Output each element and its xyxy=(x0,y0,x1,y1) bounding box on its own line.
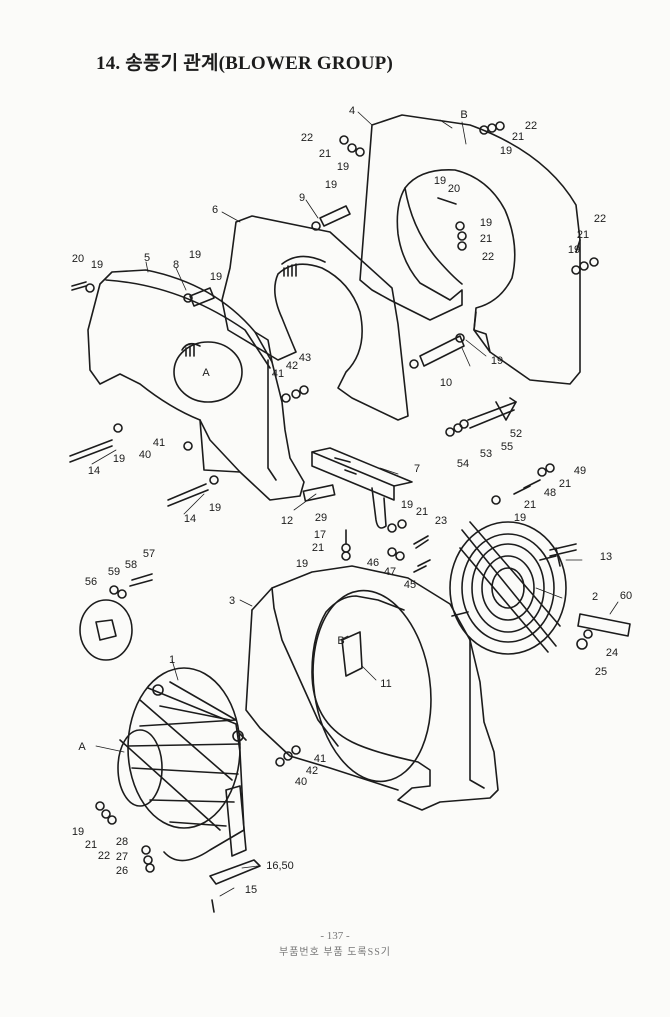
callout-19-p: 19 xyxy=(72,826,84,838)
callout-19-e: 19 xyxy=(480,217,492,229)
callout-15: 15 xyxy=(245,884,257,896)
callout-19-j: 19 xyxy=(491,355,503,367)
callout-53: 53 xyxy=(480,448,492,460)
callout-21-d: 21 xyxy=(577,229,589,241)
disc-56 xyxy=(79,599,133,661)
callout-21-f: 21 xyxy=(524,499,536,511)
fan-housing-3 xyxy=(245,565,499,811)
page-title: 14. 송풍기 관계(BLOWER GROUP) xyxy=(96,53,393,74)
callout-21-a: 21 xyxy=(319,148,331,160)
callout-22-c: 22 xyxy=(482,251,494,263)
callout-19-f: 19 xyxy=(568,244,580,256)
callout-4: 4 xyxy=(349,105,355,117)
callout-b-top: B xyxy=(460,109,467,121)
fan-impeller-1 xyxy=(117,667,261,885)
callout-27: 27 xyxy=(116,851,128,863)
callout-22-d: 22 xyxy=(594,213,606,225)
callout-12: 12 xyxy=(281,515,293,527)
callout-8: 8 xyxy=(173,259,179,271)
callout-42-b: 42 xyxy=(306,765,318,777)
callout-3: 3 xyxy=(229,595,235,607)
bracket-7 xyxy=(311,447,413,529)
page-number: - 137 - xyxy=(320,930,350,942)
callout-47: 47 xyxy=(384,566,396,578)
callout-40-a: 40 xyxy=(139,449,151,461)
callout-19-b: 19 xyxy=(500,145,512,157)
callout-22-b: 22 xyxy=(525,120,537,132)
callout-48: 48 xyxy=(544,487,556,499)
callout-19-g: 19 xyxy=(91,259,103,271)
callout-6: 6 xyxy=(212,204,218,216)
callout-19-a: 19 xyxy=(337,161,349,173)
callout-21-h: 21 xyxy=(312,542,324,554)
grill-guard-2 xyxy=(449,521,567,655)
callout-a-bottom: A xyxy=(78,741,86,753)
callout-19-n: 19 xyxy=(401,499,413,511)
callout-b-mid: B xyxy=(337,635,344,647)
callout-14-a: 14 xyxy=(88,465,100,477)
callout-17: 17 xyxy=(314,529,326,541)
leader-lines xyxy=(91,111,619,897)
callout-41-c: 41 xyxy=(314,753,326,765)
callout-21-e: 21 xyxy=(559,478,571,490)
callout-24: 24 xyxy=(606,647,618,659)
rear-cover-plate-4 xyxy=(359,114,581,385)
callout-21-b: 21 xyxy=(512,131,524,143)
callout-22-e: 22 xyxy=(98,850,110,862)
callout-13: 13 xyxy=(600,551,612,563)
callout-26: 26 xyxy=(116,865,128,877)
callout-21-g: 21 xyxy=(416,506,428,518)
callout-46: 46 xyxy=(367,557,379,569)
callout-19-m: 19 xyxy=(209,502,221,514)
callout-20-b: 20 xyxy=(72,253,84,265)
callout-28: 28 xyxy=(116,836,128,848)
callout-22-a: 22 xyxy=(301,132,313,144)
callout-9: 9 xyxy=(299,192,305,204)
callout-19-k: 19 xyxy=(113,453,125,465)
callout-57: 57 xyxy=(143,548,155,560)
callout-60: 60 xyxy=(620,590,632,602)
callout-19-h: 19 xyxy=(189,249,201,261)
callout-52: 52 xyxy=(510,428,522,440)
callout-16-50: 16,50 xyxy=(266,860,294,872)
callout-55: 55 xyxy=(501,441,513,453)
callout-21-c: 21 xyxy=(480,233,492,245)
callout-40-b: 40 xyxy=(295,776,307,788)
callout-25: 25 xyxy=(595,666,607,678)
callout-20-a: 20 xyxy=(448,183,460,195)
callout-10: 10 xyxy=(440,377,452,389)
callout-43: 43 xyxy=(299,352,311,364)
callout-54: 54 xyxy=(457,458,469,470)
callout-5: 5 xyxy=(144,252,150,264)
callout-42-a: 42 xyxy=(286,360,298,372)
callout-56: 56 xyxy=(85,576,97,588)
callout-59: 59 xyxy=(108,566,120,578)
washers xyxy=(85,121,599,873)
callout-19-d: 19 xyxy=(434,175,446,187)
plate-12 xyxy=(302,484,336,502)
footer-caption: 부품번호 부품 도록SS기 xyxy=(279,947,391,958)
callout-1: 1 xyxy=(169,654,175,666)
callout-2: 2 xyxy=(592,591,598,603)
callout-21-i: 21 xyxy=(85,839,97,851)
callout-45: 45 xyxy=(404,579,416,591)
callout-14-b: 14 xyxy=(184,513,196,525)
callout-41-b: 41 xyxy=(153,437,165,449)
callout-19-i: 19 xyxy=(210,271,222,283)
callout-58: 58 xyxy=(125,559,137,571)
bolts-and-rods xyxy=(69,197,631,913)
callout-19-l: 19 xyxy=(514,512,526,524)
callout-19-o: 19 xyxy=(296,558,308,570)
callout-a-top: A xyxy=(202,367,210,379)
callout-11: 11 xyxy=(380,678,391,690)
callout-41-a: 41 xyxy=(272,368,284,380)
middle-plate-6 xyxy=(221,215,409,421)
callout-49: 49 xyxy=(574,465,586,477)
front-scroll-housing-5 xyxy=(87,269,305,501)
callout-29: 29 xyxy=(315,512,327,524)
callout-23: 23 xyxy=(435,515,447,527)
callout-19-c: 19 xyxy=(325,179,337,191)
callout-7: 7 xyxy=(414,463,420,475)
